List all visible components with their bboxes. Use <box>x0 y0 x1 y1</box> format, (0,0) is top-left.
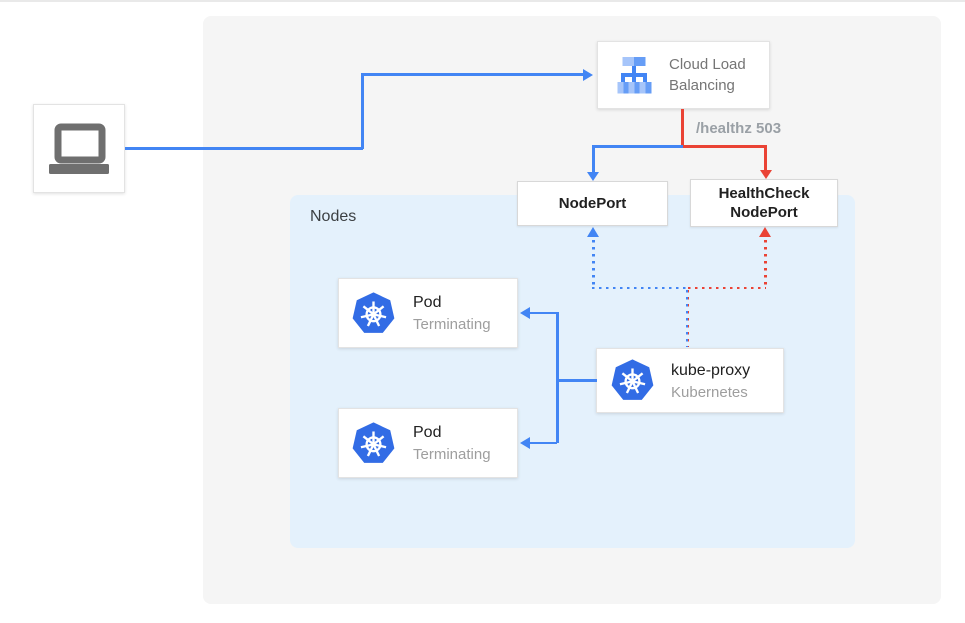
arrowhead-into-pod1 <box>520 306 530 319</box>
healthcheck-nodeport-label: HealthCheck NodePort <box>718 185 810 221</box>
edge-to-pod1-h <box>530 311 557 314</box>
pod-title: Pod <box>413 294 442 311</box>
edge-dotted-red-h <box>688 286 766 289</box>
arrowhead-into-nodeport <box>587 172 599 181</box>
edge-client-to-lb-h1 <box>125 147 363 150</box>
edge-branch-blue-v <box>592 145 595 173</box>
nodes-group-label: Nodes <box>310 208 357 225</box>
edge-dotted-red-v <box>764 240 767 287</box>
pod-status: Terminating <box>413 316 491 333</box>
laptop-icon <box>48 123 110 175</box>
edge-branch-red-v <box>764 144 767 171</box>
edge-dotted-split-red <box>687 290 689 347</box>
edge-kubeproxy-pods-v <box>556 312 559 443</box>
pod-title: Pod <box>413 424 442 441</box>
kube-proxy-title: kube-proxy <box>671 361 751 379</box>
client-node <box>33 104 125 193</box>
edge-branch-blue-h <box>592 145 683 148</box>
pod-node-1: Pod Terminating <box>338 278 518 348</box>
edge-branch-red-h <box>683 144 767 148</box>
arrowhead-into-lb <box>583 68 593 81</box>
arrowhead-dotted-into-nodeport <box>587 227 599 237</box>
edge-lb-trunk-red <box>681 109 684 147</box>
edge-client-to-lb-v <box>361 74 364 149</box>
cloud-load-balancing-label: Cloud Load Balancing <box>669 56 746 94</box>
pod-node-2: Pod Terminating <box>338 408 518 478</box>
cloud-load-balancing-icon <box>614 56 654 94</box>
edge-dotted-blue-v <box>592 240 595 287</box>
nodeport-label: NodePort <box>558 195 627 212</box>
top-divider <box>0 0 965 2</box>
kubernetes-icon <box>352 291 395 335</box>
edge-dotted-split-blue <box>686 290 688 347</box>
healthz-503-label: /healthz 503 <box>696 120 782 137</box>
arrowhead-dotted-into-healthcheck-nodeport <box>759 227 771 237</box>
edge-dotted-blue-h <box>592 286 688 289</box>
kubernetes-icon <box>352 421 395 465</box>
arrowhead-into-pod2 <box>520 436 530 449</box>
edge-kubeproxy-stub <box>557 379 597 382</box>
edge-to-pod2-h <box>530 441 557 444</box>
edge-client-to-lb-h2 <box>361 73 583 76</box>
kube-proxy-subtitle: Kubernetes <box>671 383 748 401</box>
nodeport-node: NodePort <box>517 181 668 226</box>
arrowhead-into-healthcheck-nodeport <box>759 170 772 179</box>
healthcheck-nodeport-node: HealthCheck NodePort <box>690 179 838 227</box>
pod-status: Terminating <box>413 446 491 463</box>
kube-proxy-node: kube-proxy Kubernetes <box>596 348 784 413</box>
cloud-load-balancing-node: Cloud Load Balancing <box>597 41 770 109</box>
kubernetes-icon <box>611 359 654 402</box>
